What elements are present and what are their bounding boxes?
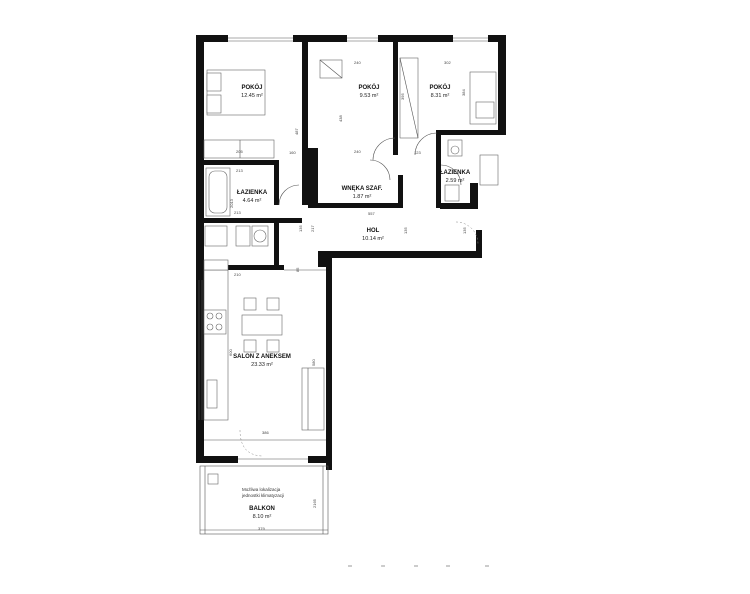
wall-salon-bottom-right [308, 456, 332, 463]
label-pokoj2-name: POKÓJ [358, 83, 379, 91]
wall-right-bump-bottom [440, 203, 478, 209]
toilet-2 [444, 184, 460, 202]
wall-top-right [488, 35, 506, 42]
label-lazienka2-name: ŁAZIENKA [440, 170, 471, 176]
wall-top-mid1 [293, 35, 347, 42]
wall-right-bump [470, 183, 478, 208]
balcony-outline [199, 465, 329, 535]
dim-2013: 2013 [229, 198, 234, 208]
label-pokoj2-area: 9.53 m² [360, 93, 379, 99]
wall-pokoj1-right [302, 35, 308, 205]
ac-unit-marker [207, 473, 219, 485]
label-balkon-area: 8.10 m² [253, 514, 272, 520]
dim-213b: 213 [234, 210, 241, 215]
dim-210: 210 [234, 272, 241, 277]
wall-wneka-bottom [308, 203, 400, 208]
label-pokoj3-area: 8.31 m² [431, 93, 450, 99]
toilet-1 [235, 225, 251, 247]
dim-123: 123 [414, 150, 421, 155]
wall-right-upper [498, 35, 506, 135]
dim-379: 379 [258, 526, 265, 531]
dim-205: 205 [236, 149, 243, 154]
wall-bath2-left [436, 133, 441, 208]
dim-395: 395 [400, 93, 405, 100]
label-wneka-area: 1.87 m² [353, 194, 372, 200]
label-salon-area: 23.33 m² [251, 362, 273, 368]
wardrobe-pokoj1 [203, 139, 275, 159]
wall-pokoj2-bottom [308, 148, 318, 208]
dim-557: 557 [368, 211, 375, 216]
label-pokoj1-area: 12.45 m² [241, 93, 263, 99]
label-hol-name: HOL [367, 228, 380, 234]
dim-135a: 135 [298, 225, 303, 232]
dim-240a: 240 [354, 60, 361, 65]
label-lazienka1-name: ŁAZIENKA [237, 190, 268, 196]
dim-580: 580 [311, 359, 316, 366]
wall-pokoj3-bottom [436, 130, 498, 135]
dining-table [241, 314, 283, 336]
dim-386: 386 [262, 430, 269, 435]
dim-438: 438 [338, 115, 343, 122]
dim-213a: 213 [236, 168, 243, 173]
dim-240b: 240 [354, 149, 361, 154]
label-hol-area: 10.14 m² [362, 236, 384, 242]
label-pokoj1-name: POKÓJ [241, 83, 262, 91]
dim-487: 487 [294, 128, 299, 135]
dim-85: 85 [295, 267, 300, 272]
dim-135c: 135 [462, 227, 467, 234]
label-wneka-name: WNĘKA SZAF. [342, 186, 383, 192]
wall-pokoj2-right [393, 35, 398, 155]
dim-160: 160 [289, 150, 296, 155]
wall-salon-top [204, 265, 284, 270]
wall-pokoj1-bottom [204, 160, 276, 165]
label-lazienka1-area: 4.64 m² [243, 198, 262, 204]
shower [479, 154, 499, 186]
note-line2: jednostki klimatyzacji [241, 493, 284, 498]
wall-bath1-right [274, 160, 279, 205]
note-line1: Możliwa lokalizacja [242, 487, 281, 492]
wall-bath1-bottom [204, 218, 302, 223]
wall-salon-bottom-left [196, 456, 238, 463]
sofa [301, 367, 325, 431]
dim-384: 384 [461, 89, 466, 96]
dim-600: 600 [228, 349, 233, 356]
wall-kitchen-divider [274, 218, 279, 268]
dim-217: 217 [310, 225, 315, 232]
wall-top-mid2 [378, 35, 453, 42]
wall-left [196, 35, 204, 463]
dim-2165: 2165 [312, 498, 317, 508]
label-salon-name: SALON Z ANEKSEM [233, 354, 291, 360]
wall-wneka-right [398, 175, 403, 208]
dim-135b: 135 [403, 227, 408, 234]
stove [203, 309, 227, 335]
wall-right-hall [476, 230, 482, 258]
dim-302: 302 [444, 60, 451, 65]
label-balkon-name: BALKON [249, 506, 275, 512]
wall-top-left [196, 35, 228, 42]
label-pokoj3-name: POKÓJ [429, 83, 450, 91]
label-lazienka2-area: 2.59 m² [446, 178, 465, 184]
wall-hall-bottom [318, 251, 482, 258]
wall-salon-right [326, 258, 332, 470]
